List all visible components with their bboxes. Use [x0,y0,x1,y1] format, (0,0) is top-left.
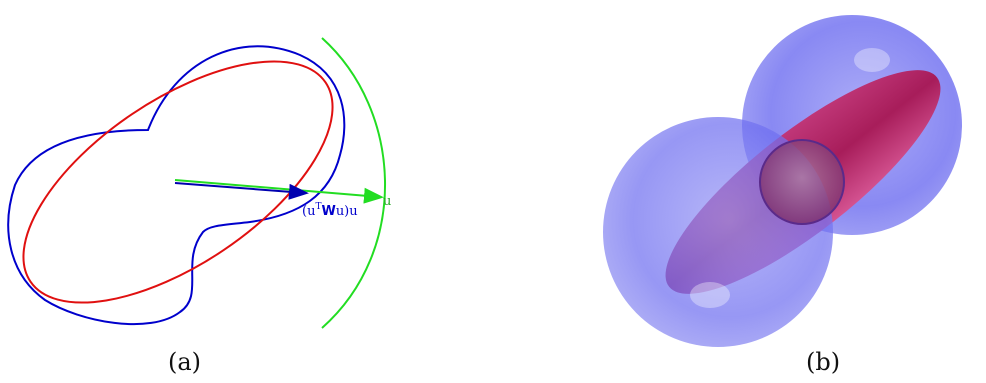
sphere-diagram [603,15,962,347]
peanut-diagram: u (uTWu)u [7,37,391,329]
inner-sphere-rim [759,139,845,225]
sphere-left-highlight [690,282,730,308]
ellipse-curve [22,60,334,304]
caption-b: (b) [806,348,841,376]
panel-a: u (uTWu)u (a) [0,0,420,383]
sphere-right-highlight [854,48,890,72]
caption-a: (a) [168,348,202,376]
unit-circle-arc [321,37,386,329]
panel-b: (b) [560,0,986,383]
inner-sphere [760,140,844,224]
projection-arrow [174,182,309,200]
peanut-curve [7,45,346,326]
arrow-label: (uTWu)u [302,202,358,219]
direction-arrow [174,179,384,204]
direction-label: u [383,194,391,209]
